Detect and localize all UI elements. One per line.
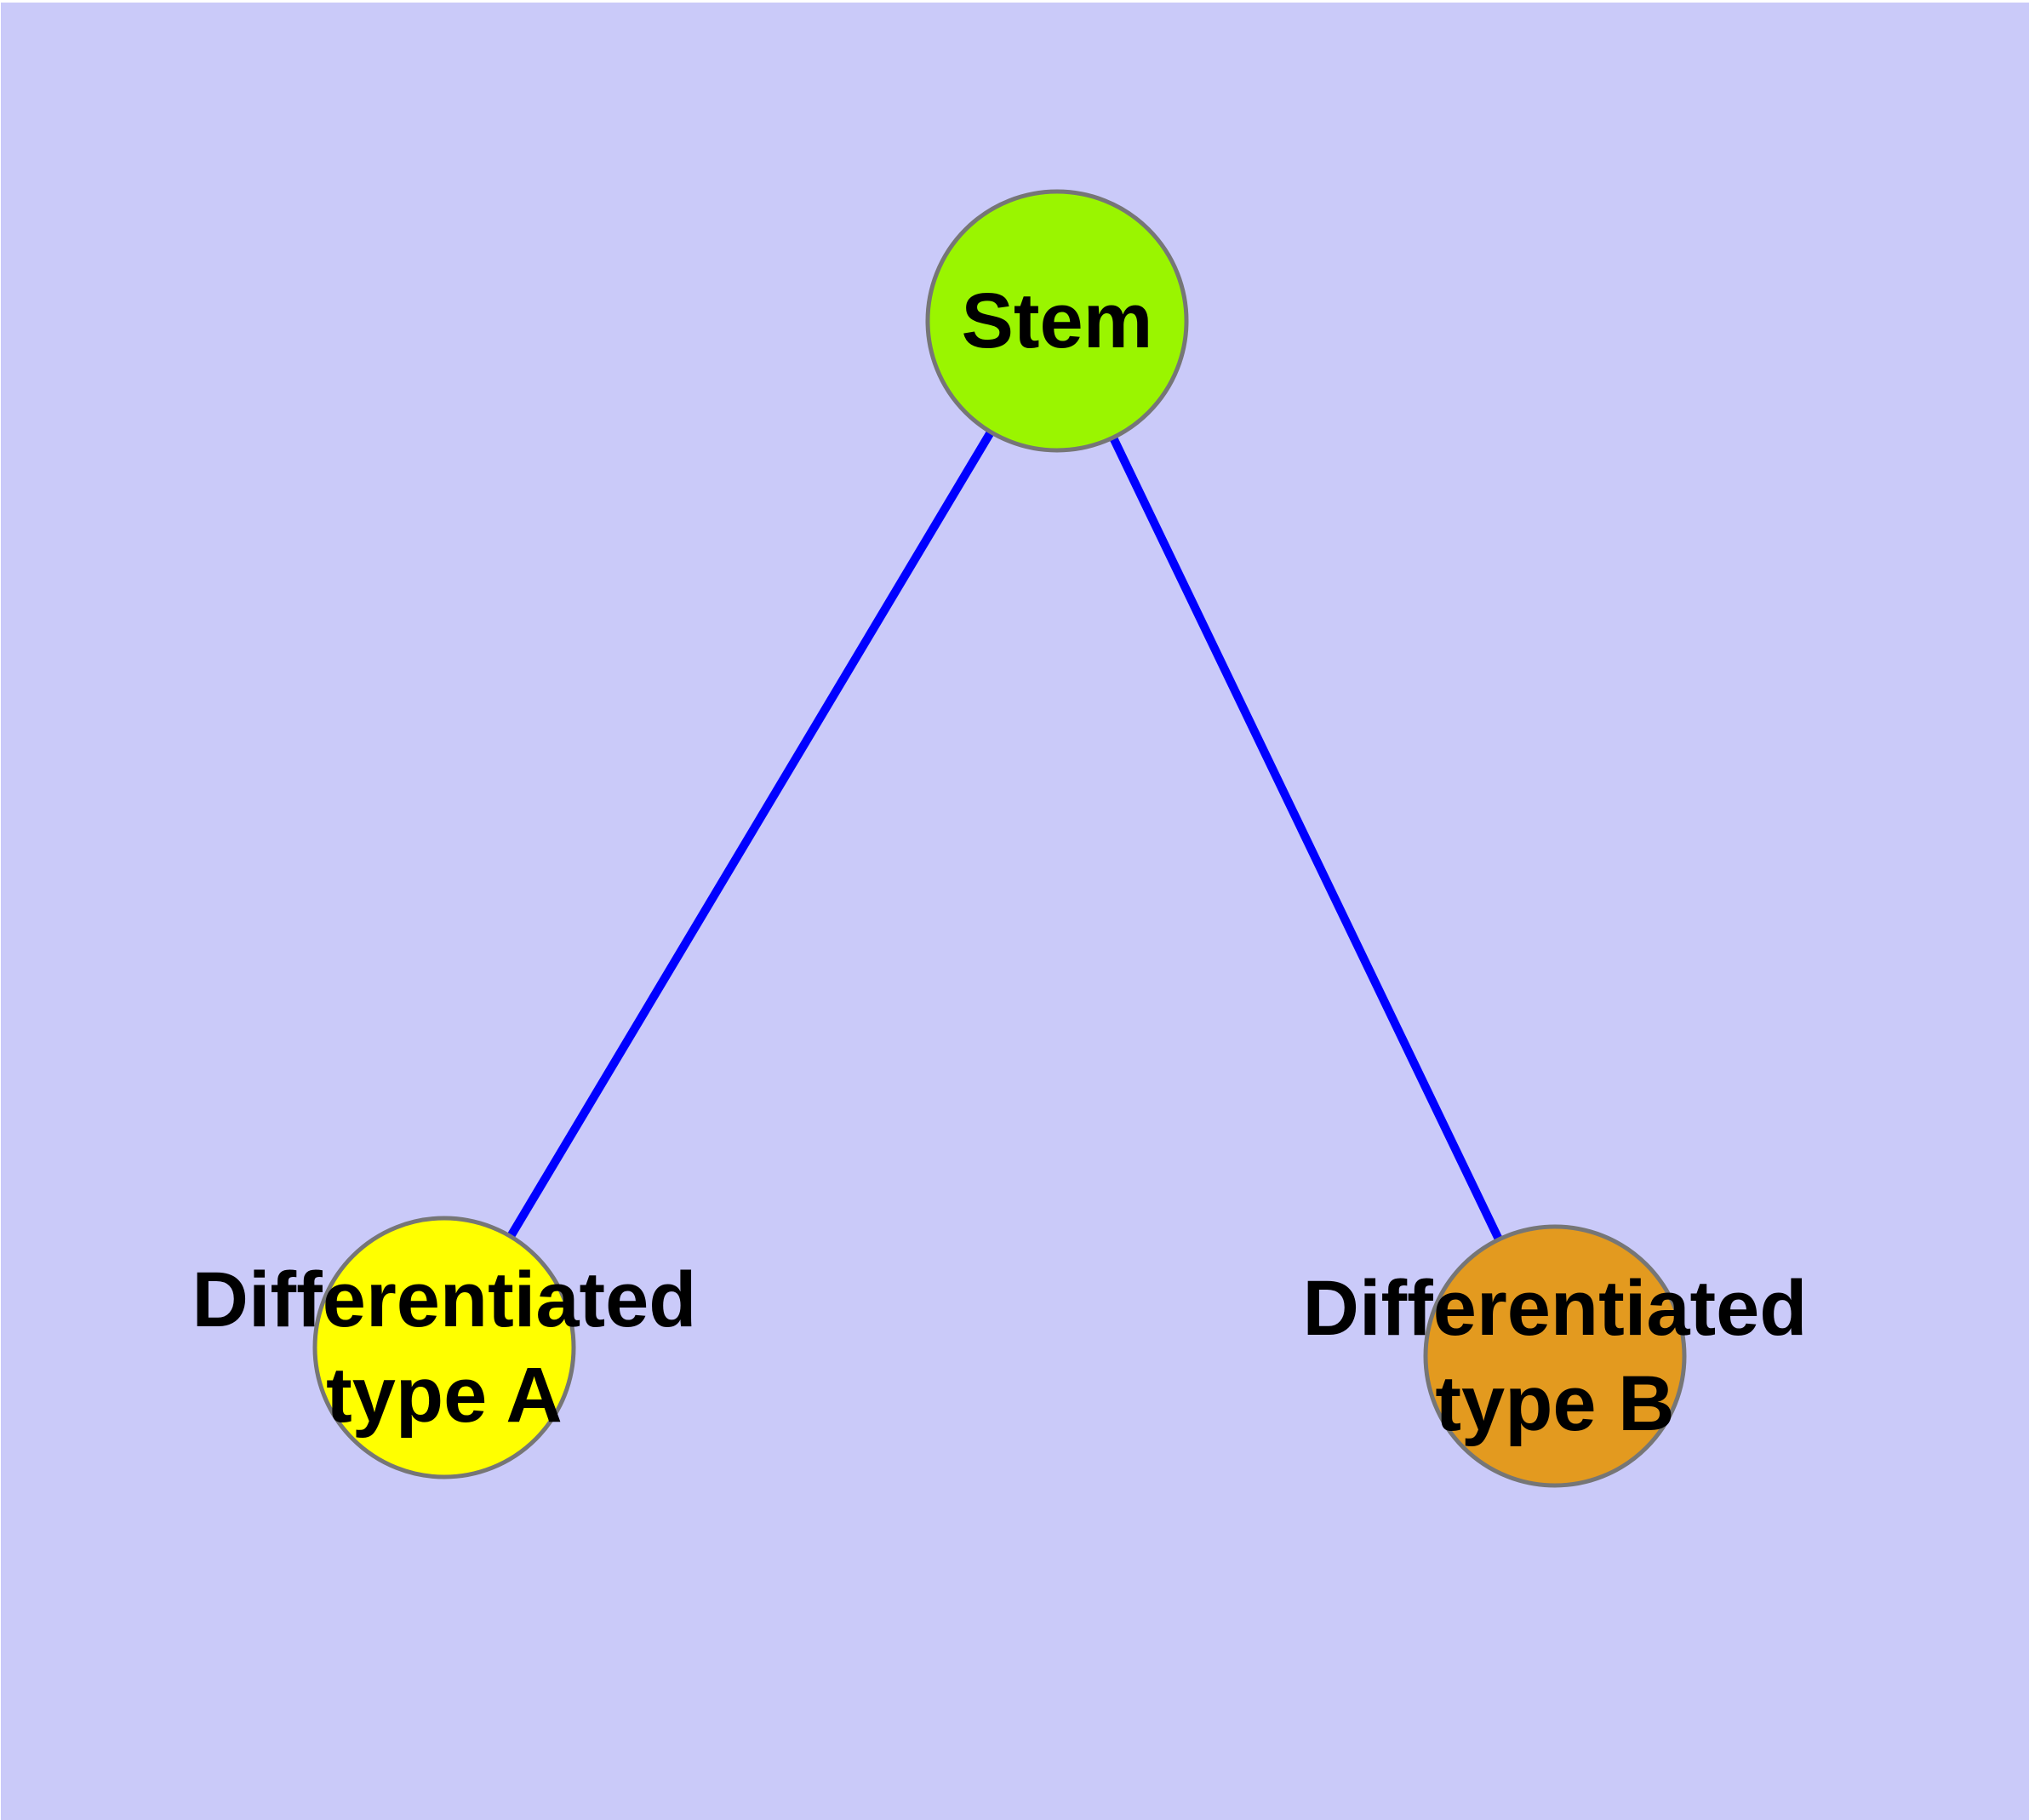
node-circle-type-a	[312, 1216, 576, 1479]
edge-stem-to-type-a	[440, 318, 1061, 1350]
node-circle-type-b	[1423, 1224, 1687, 1488]
node-circle-stem	[925, 189, 1189, 453]
edge-stem-to-type-b	[1053, 318, 1559, 1359]
graph-svg	[312, 189, 1687, 1488]
